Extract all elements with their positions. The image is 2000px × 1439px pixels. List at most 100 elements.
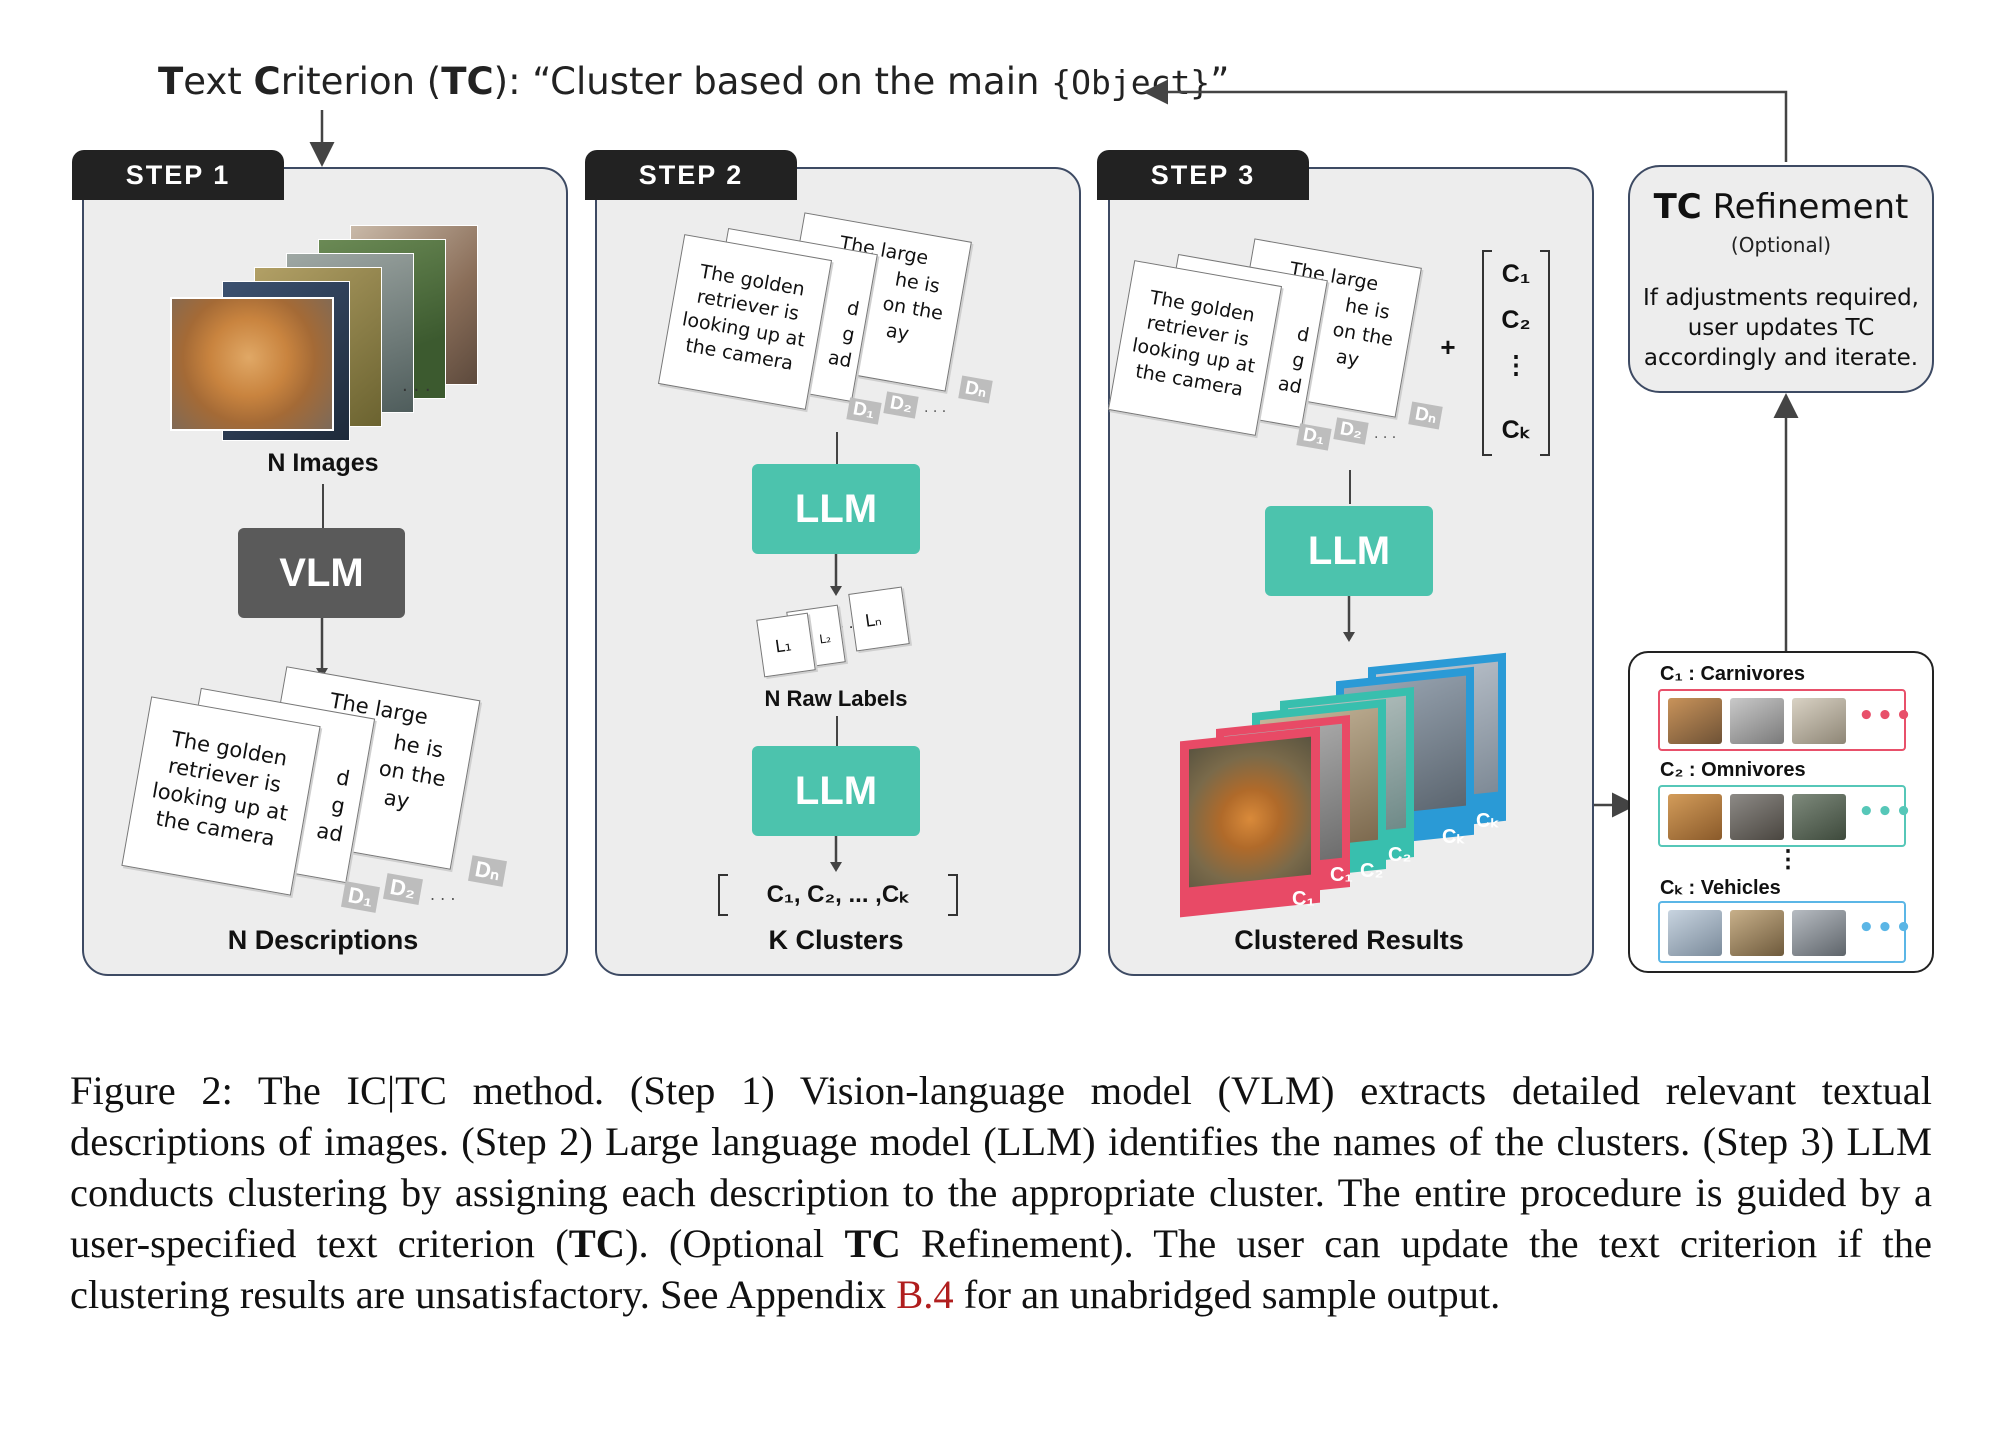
tc-refinement-box: TC Refinement (Optional) If adjustments … (1628, 165, 1934, 393)
step3-tab: STEP 3 (1097, 150, 1309, 200)
criterion-c: C (253, 60, 281, 103)
more-dots-vehicles: ••• (1858, 913, 1914, 943)
llm-block-1: LLM (752, 464, 920, 554)
desc3-card-2-frag2: g (1290, 348, 1307, 373)
cluster-row-vehicles: ••• (1658, 901, 1912, 963)
cv-bracket-rt (1540, 250, 1548, 252)
caption-part4: for an unabridged sample output. (953, 1272, 1501, 1317)
arrow-llm1-labels (830, 554, 842, 596)
arrow-inputs-llm3 (1349, 470, 1351, 504)
desc-card-2-frag3: ad (314, 818, 345, 847)
cv-ck: Cₖ (1501, 416, 1531, 444)
caption-appendix-link[interactable]: B.4 (896, 1272, 954, 1317)
desc-card-n-frag3: ay (382, 785, 412, 814)
thumb-seal (1792, 698, 1846, 744)
arrow-llm2-clusters (830, 836, 842, 872)
refinement-line1: If adjustments required, (1643, 285, 1919, 311)
bracket-left-bottom (720, 914, 728, 916)
criterion-quote: ): “Cluster based on the main (493, 60, 1052, 103)
desc2-card-1: The golden retriever is looking up at th… (657, 234, 833, 410)
caption-part3: Refinement). The user can update the tex… (70, 1221, 1932, 1317)
criterion-riterion: riterion ( (280, 60, 442, 103)
caption-part1: Figure 2: The IC|TC method. (Step 1) Vis… (70, 1068, 1932, 1266)
criterion-abbr: TC (441, 60, 494, 103)
thumb-tiger (1668, 698, 1722, 744)
cv-dots: ⋮ (1503, 351, 1529, 379)
tag3-d2: D₂ (1333, 417, 1369, 445)
stack-img-tiger (1189, 736, 1311, 888)
clustered-stack: C₁ C₁ C₂ C₂ Cₖ Cₖ (1180, 652, 1520, 918)
cv-c1: C₁ (1501, 260, 1531, 288)
tag3-dn: Dₙ (1408, 401, 1444, 430)
arrow-images-vlm (322, 484, 324, 528)
desc-card-1: The golden retriever is looking up at th… (121, 696, 321, 896)
cluster-label-omnivores: C₂ : Omnivores (1660, 759, 1806, 781)
stack-tag-c2b: C₂ (1388, 844, 1412, 866)
thumb-otter (1730, 794, 1784, 840)
tag2-dn: Dₙ (958, 375, 994, 404)
desc-stack-step2: The large he is on the ay d g ad The gol… (657, 212, 1010, 432)
stack-tag-c2a: C₂ (1360, 860, 1384, 882)
criterion-t: T (158, 60, 184, 103)
image-stack: . . . (170, 225, 490, 441)
refinement-optional: (Optional) (1730, 233, 1832, 257)
tag2-d2: D₂ (883, 391, 919, 419)
n-raw-labels-label: N Raw Labels (764, 686, 908, 711)
k-clusters-list: C₁, C₂, ... ,Cₖ (766, 881, 910, 908)
raw-label-1-text: L₁ (773, 635, 793, 658)
desc3-card-2-frag3: ad (1276, 372, 1304, 399)
vlm-block: VLM (238, 528, 405, 618)
desc2-card-n-frag3: ay (884, 319, 911, 346)
thumb-dolphin (1730, 698, 1784, 744)
raw-labels-stack: Lₙ . . L₂ L₁ (756, 586, 920, 680)
criterion-ext: ext (183, 60, 254, 103)
tag-d1: D₁ (341, 881, 380, 913)
cluster-row-carnivores: ••• (1658, 689, 1912, 751)
cv-bracket-rb (1540, 454, 1548, 456)
n-descriptions-label: N Descriptions (227, 925, 419, 955)
bracket-right-top (948, 874, 956, 876)
cv-c2: C₂ (1501, 306, 1531, 334)
stack-tag-cka: Cₖ (1442, 826, 1465, 848)
more-clusters-vdots: ⋮ (1776, 846, 1800, 873)
step1-tab: STEP 1 (72, 150, 284, 200)
stack-tag-c1a: C₁ (1292, 888, 1315, 910)
arrow-labels-llm2 (836, 716, 838, 746)
arrow-desc-llm1 (836, 432, 838, 464)
caption-tc2: TC (844, 1221, 901, 1266)
results-panel: C₁ : Carnivores ••• C₂ : Omnivores ••• ⋮… (1628, 651, 1934, 973)
figure-caption: Figure 2: The IC|TC method. (Step 1) Vis… (70, 1065, 1932, 1320)
desc3-card-2-frag1: d (1295, 322, 1311, 347)
desc2-card-2-frag2: g (840, 322, 857, 347)
step2-tab: STEP 2 (585, 150, 797, 200)
desc3-card-1: The golden retriever is looking up at th… (1107, 260, 1283, 436)
tag3-ellipsis: . . . (1374, 426, 1397, 442)
thumb-plane2 (1792, 910, 1846, 956)
tag2-ellipsis: . . . (924, 400, 947, 416)
thumb-dog (1668, 794, 1722, 840)
image-ellipsis: . . . (402, 375, 431, 396)
n-images-label: N Images (267, 449, 379, 477)
refinement-line2: user updates TC (1687, 315, 1875, 341)
arrow-llm3-results (1343, 596, 1355, 642)
stack-tag-c1b: C₁ (1330, 864, 1353, 886)
criterion-placeholder: {Object} (1051, 63, 1211, 102)
cv-bracket-lb (1484, 454, 1492, 456)
caption-part2: ). (Optional (624, 1221, 845, 1266)
refinement-title: TC Refinement (1630, 187, 1932, 227)
raw-label-1: L₁ (756, 612, 816, 678)
desc-card-2-frag1: d (334, 764, 352, 791)
bracket-right-bottom (948, 914, 956, 916)
tag-ellipsis: . . . (430, 885, 456, 904)
cluster-vector: C₁ C₂ ⋮ Cₖ (1482, 250, 1550, 456)
refinement-title-tc: TC (1653, 187, 1702, 227)
raw-label-ellipsis: . . (840, 616, 854, 632)
desc-card-2-frag2: g (329, 792, 347, 819)
llm-block-2: LLM (752, 746, 920, 836)
desc2-card-2-frag3: ad (826, 346, 854, 373)
raw-label-2-text: L₂ (818, 631, 832, 647)
cluster-label-carnivores: C₁ : Carnivores (1660, 663, 1805, 685)
thumb-sealion (1792, 794, 1846, 840)
k-clusters-label: K Clusters (768, 925, 904, 955)
desc3-card-n-frag3: ay (1334, 345, 1361, 372)
